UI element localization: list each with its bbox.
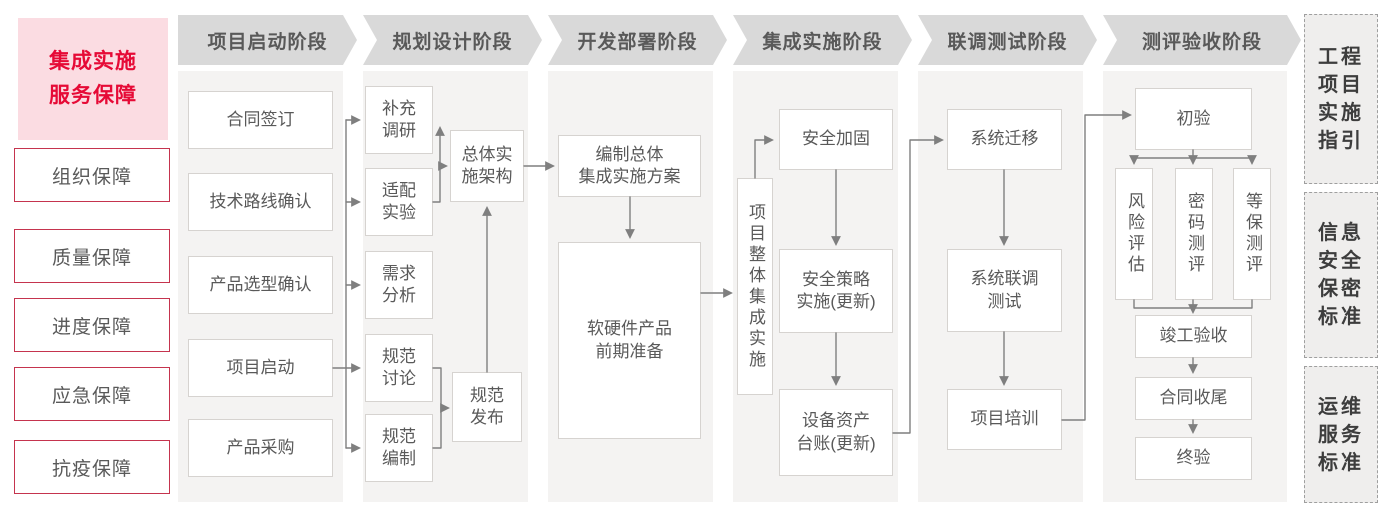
node-overall-integration-plan: 编制总体 集成实施方案 — [558, 135, 701, 197]
node-requirement-analysis: 需求 分析 — [365, 251, 433, 319]
phase-header-project-kickoff: 项目启动阶段 — [178, 15, 357, 65]
node-crypto-evaluation-label: 密码测评 — [1185, 192, 1205, 276]
node-security-policy-impl: 安全策略 实施(更新) — [779, 249, 893, 333]
program-title: 集成实施 服务保障 — [18, 18, 168, 140]
phase-header-planning-design: 规划设计阶段 — [363, 15, 542, 65]
node-adaptation-experiment: 适配 实验 — [365, 168, 433, 236]
node-final-acceptance: 终验 — [1135, 437, 1252, 480]
node-supplementary-research: 补充 调研 — [365, 86, 433, 154]
guarantee-schedule: 进度保障 — [14, 298, 170, 352]
phase-header-integration-impl: 集成实施阶段 — [733, 15, 912, 65]
node-product-procurement: 产品采购 — [188, 419, 333, 477]
node-risk-assessment: 风险评估 — [1115, 168, 1153, 300]
node-overall-project-integration-label: 项目整体集成实施 — [746, 202, 766, 371]
standard-om-service: 运维 服务 标准 — [1304, 366, 1378, 503]
node-overall-project-integration: 项目整体集成实施 — [737, 178, 773, 395]
standard-project-impl-guide: 工程 项目 实施 指引 — [1304, 14, 1378, 184]
node-project-training: 项目培训 — [947, 389, 1062, 450]
node-spec-release: 规范 发布 — [452, 372, 522, 442]
node-hw-sw-preparation: 软硬件产品 前期准备 — [558, 242, 701, 439]
node-joint-debugging-test: 系统联调 测试 — [947, 249, 1062, 332]
guarantee-emergency: 应急保障 — [14, 367, 170, 421]
node-spec-discussion: 规范 讨论 — [365, 334, 433, 402]
node-contract-signing: 合同签订 — [188, 91, 333, 149]
node-spec-drafting: 规范 编制 — [365, 414, 433, 482]
node-project-kickoff: 项目启动 — [188, 339, 333, 397]
phase-header-dev-deployment: 开发部署阶段 — [548, 15, 727, 65]
node-preliminary-acceptance: 初验 — [1135, 88, 1252, 150]
node-tech-route-confirm: 技术路线确认 — [188, 173, 333, 231]
node-contract-closure: 合同收尾 — [1135, 377, 1252, 420]
node-classified-protection-evaluation-label: 等保测评 — [1243, 192, 1263, 276]
node-crypto-evaluation: 密码测评 — [1175, 168, 1213, 300]
node-system-migration: 系统迁移 — [947, 109, 1062, 170]
node-security-hardening: 安全加固 — [779, 109, 893, 170]
standard-info-security-confidentiality: 信息 安全 保密 标准 — [1304, 192, 1378, 358]
node-risk-assessment-label: 风险评估 — [1125, 192, 1145, 276]
phase-header-joint-debug-test: 联调测试阶段 — [918, 15, 1097, 65]
guarantee-quality: 质量保障 — [14, 229, 170, 283]
node-asset-ledger-update: 设备资产 台账(更新) — [779, 389, 893, 476]
guarantee-epidemic: 抗疫保障 — [14, 440, 170, 494]
phase-header-eval-acceptance: 测评验收阶段 — [1103, 15, 1301, 65]
guarantee-organization: 组织保障 — [14, 148, 170, 202]
node-classified-protection-evaluation: 等保测评 — [1233, 168, 1271, 300]
node-overall-impl-architecture: 总体实 施架构 — [450, 130, 524, 202]
node-completion-acceptance: 竣工验收 — [1135, 315, 1252, 358]
node-product-selection-confirm: 产品选型确认 — [188, 256, 333, 314]
